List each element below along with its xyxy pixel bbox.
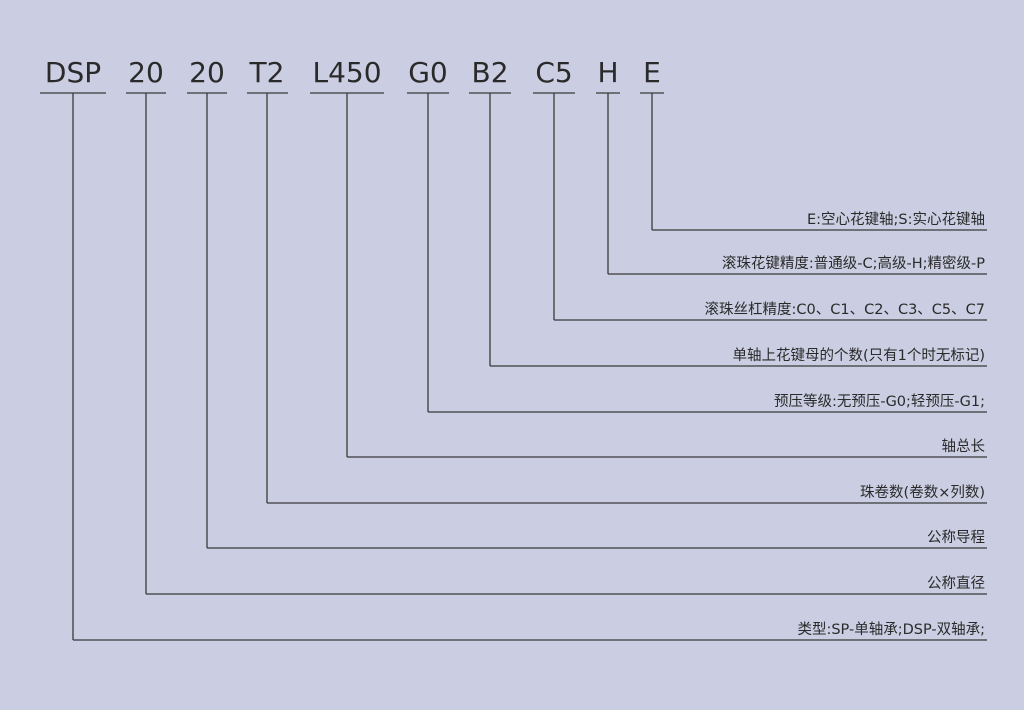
desc-diameter: 公称直径 bbox=[927, 575, 985, 592]
code-preload: G0 bbox=[407, 56, 449, 412]
code-nut-count: B2 bbox=[469, 56, 511, 366]
code-lead-label: 20 bbox=[189, 56, 225, 89]
code-diameter-label: 20 bbox=[128, 56, 164, 89]
desc-circuits: 珠卷数(卷数×列数) bbox=[860, 484, 985, 501]
code-shaft-label: E bbox=[643, 56, 661, 89]
desc-spline-accuracy: 滚珠花键精度:普通级-C;高级-H;精密级-P bbox=[722, 255, 985, 272]
code-screw-accuracy-label: C5 bbox=[535, 56, 572, 89]
code-nut-count-label: B2 bbox=[471, 56, 508, 89]
desc-lead: 公称导程 bbox=[927, 529, 985, 546]
code-diameter: 20 bbox=[126, 56, 166, 594]
code-preload-label: G0 bbox=[408, 56, 448, 89]
code-type-label: DSP bbox=[45, 56, 101, 89]
code-screw-accuracy: C5 bbox=[533, 56, 575, 320]
desc-length: 轴总长 bbox=[942, 438, 986, 455]
desc-type: 类型:SP-单轴承;DSP-双轴承; bbox=[797, 621, 985, 638]
code-circuits-label: T2 bbox=[249, 56, 285, 89]
code-spline-accuracy: H bbox=[596, 56, 620, 274]
code-length: L450 bbox=[310, 56, 384, 457]
code-type: DSP bbox=[40, 56, 106, 640]
code-spline-accuracy-label: H bbox=[597, 56, 618, 89]
code-circuits: T2 bbox=[247, 56, 288, 503]
desc-nut-count: 单轴上花键母的个数(只有1个时无标记) bbox=[732, 347, 985, 364]
code-length-label: L450 bbox=[312, 56, 381, 89]
code-shaft: E bbox=[640, 56, 664, 230]
desc-shaft: E:空心花键轴;S:实心花键轴 bbox=[807, 211, 985, 228]
desc-screw-accuracy: 滚珠丝杠精度:C0、C1、C2、C3、C5、C7 bbox=[705, 301, 985, 318]
code-lead: 20 bbox=[187, 56, 227, 548]
desc-preload: 预压等级:无预压-G0;轻预压-G1; bbox=[774, 392, 985, 410]
